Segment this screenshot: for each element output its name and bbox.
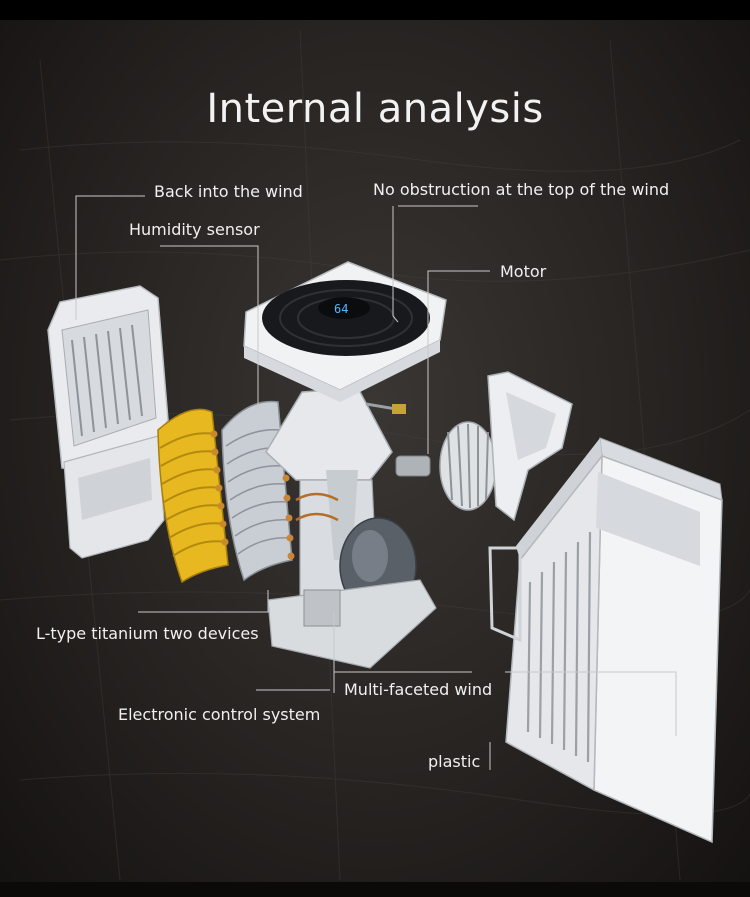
gold-coil: [157, 408, 229, 584]
back-panel: [47, 285, 169, 559]
display-readout: 64: [334, 302, 348, 316]
air-duct: [487, 371, 573, 522]
label-no-obstruction: No obstruction at the top of the wind: [373, 180, 670, 199]
motor-fan: [395, 421, 497, 511]
label-back-into-wind: Back into the wind: [154, 182, 303, 201]
label-multi-faceted-wind: Multi-faceted wind: [344, 680, 493, 699]
top-border: [0, 0, 750, 20]
label-l-type-titanium: L-type titanium two devices: [36, 624, 259, 643]
label-motor: Motor: [500, 262, 547, 281]
label-plastic: plastic: [428, 752, 481, 771]
diagram-title: Internal analysis: [206, 86, 544, 132]
sensor-probe: [365, 402, 406, 414]
central-chassis: [265, 387, 437, 669]
label-humidity-sensor: Humidity sensor: [129, 220, 260, 239]
front-housing: [488, 437, 723, 844]
leader-lines: [75, 195, 677, 770]
bottom-border: [0, 882, 750, 897]
label-electronic-control: Electronic control system: [118, 705, 321, 724]
top-cover: 64: [243, 261, 447, 402]
